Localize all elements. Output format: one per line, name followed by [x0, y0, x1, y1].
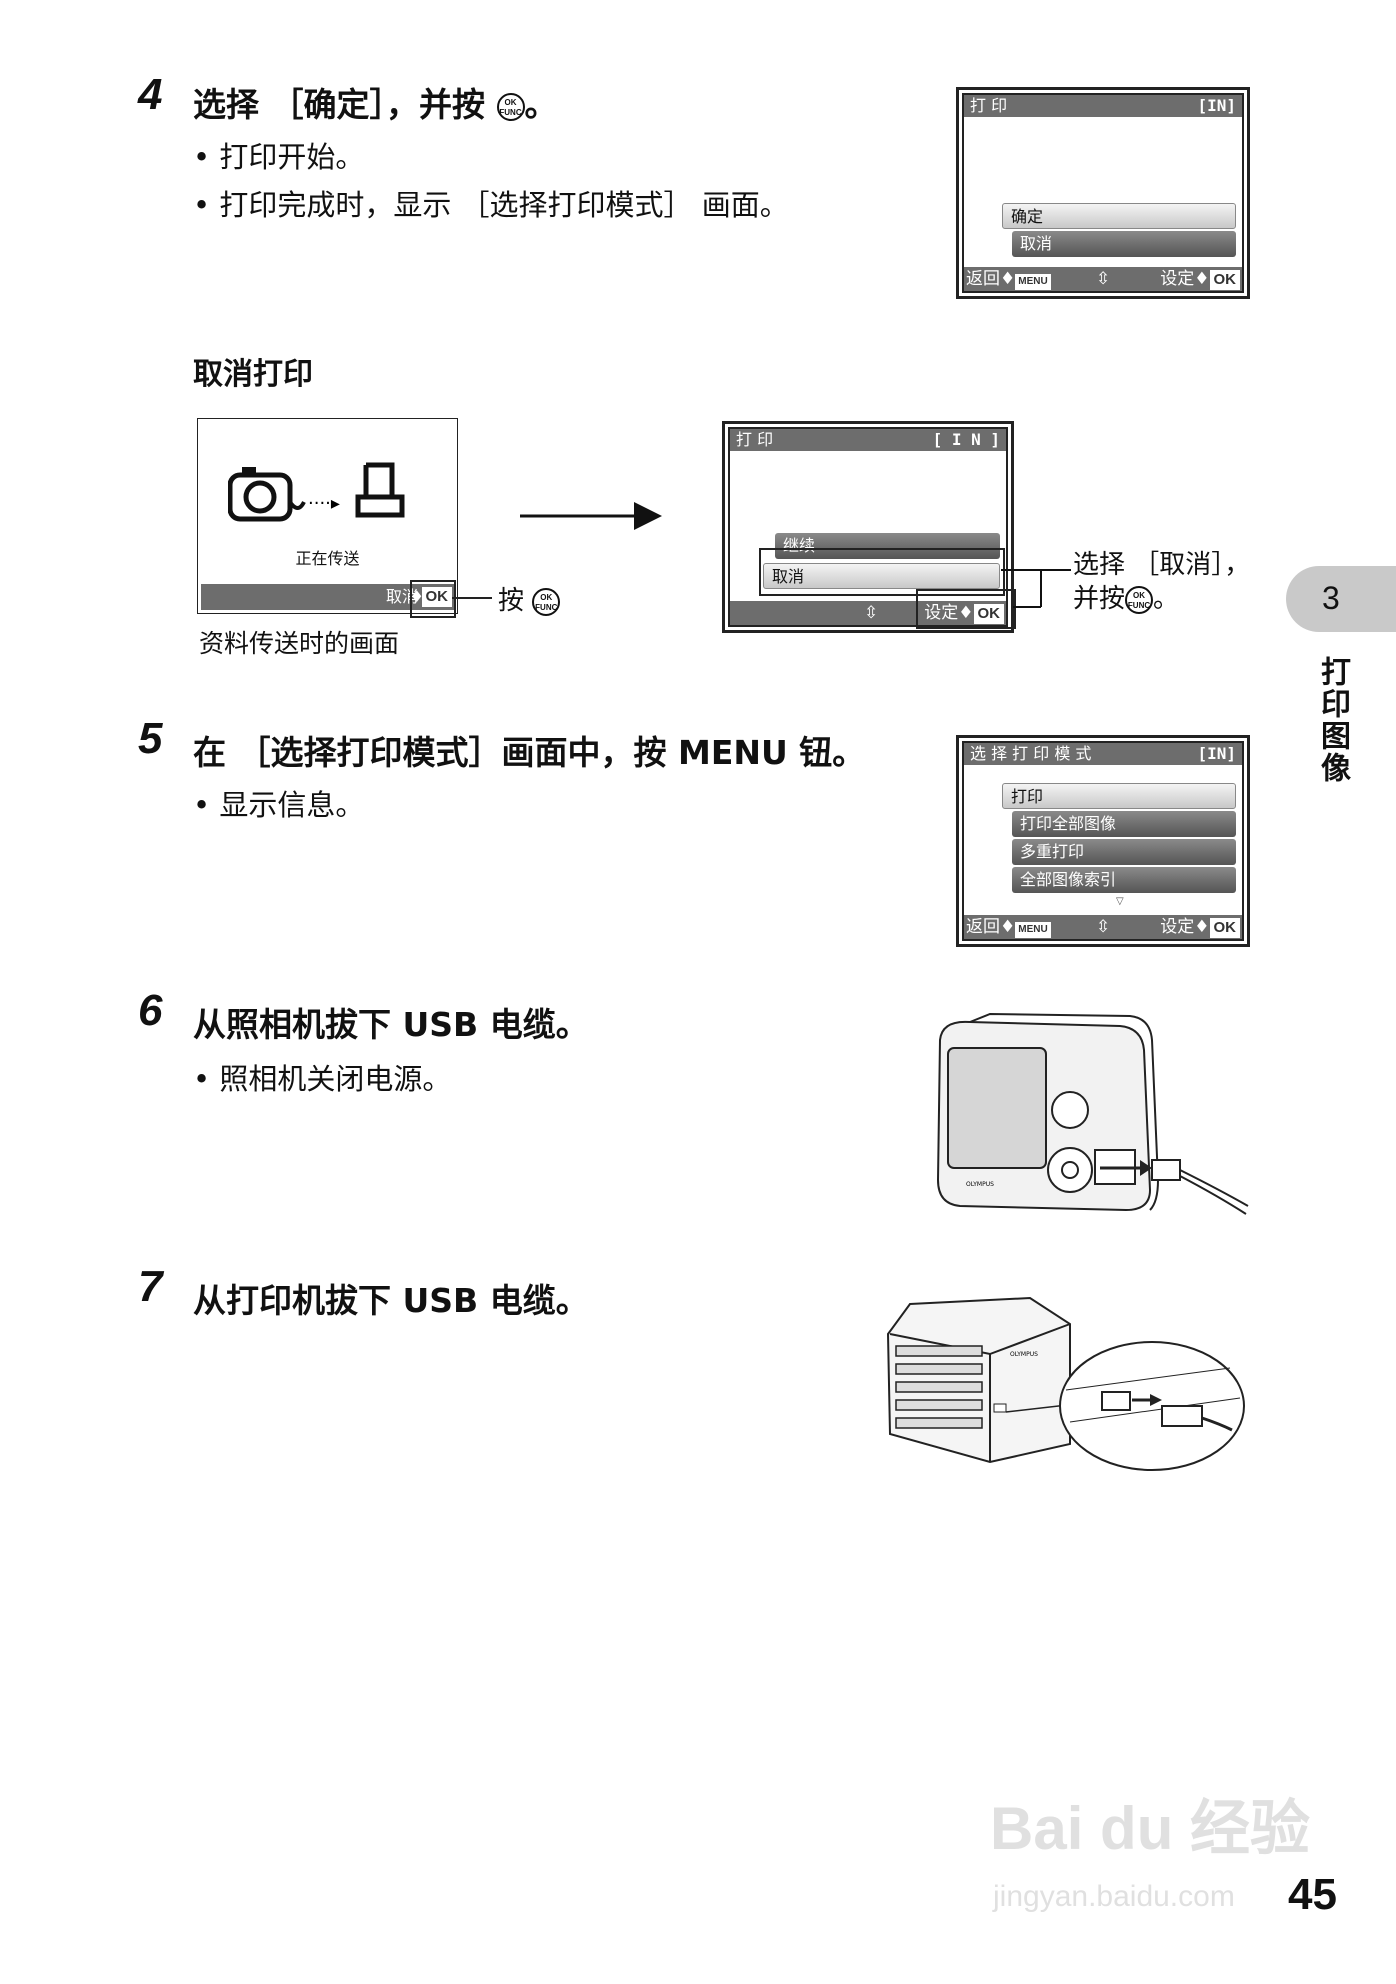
step-7-title: 从打印机拔下 USB 电缆。: [193, 1281, 589, 1320]
menu-item-continue[interactable]: 继续: [775, 533, 1000, 559]
printer-brand: OLYMPUS: [1010, 1351, 1038, 1358]
chapter-label: 打印图像: [1315, 656, 1350, 784]
chapter-tab: 3: [1286, 566, 1396, 632]
step-5-title: 在 ［选择打印模式］画面中，按 MENU 钮。: [193, 733, 866, 772]
camera-to-printer-icon: ····▸: [228, 462, 405, 522]
cancel-heading: 取消打印: [193, 357, 313, 392]
step-6-number: 6: [138, 986, 163, 1035]
step-4-title-end: 。: [524, 85, 558, 124]
svg-text:····▸: ····▸: [308, 493, 340, 514]
watermark-brand: Bai du 经验: [990, 1795, 1311, 1862]
step-5-bullet-1: • 显示信息。: [193, 788, 365, 822]
step-4-number: 4: [138, 70, 163, 119]
updown-icon: ⇳: [864, 603, 879, 623]
step-4-title-text: 选择 ［确定］，并按: [193, 85, 485, 124]
step-6-bullet-1: • 照相机关闭电源。: [193, 1062, 452, 1096]
lcd-header: 打 印[IN]: [964, 95, 1242, 117]
lcd-footer: ⇳ 设定♦OK: [730, 601, 1006, 625]
ok-highlight-box: [410, 580, 456, 618]
step-5-number: 5: [138, 714, 163, 763]
camera-brand: OLYMPUS: [966, 1181, 994, 1188]
updown-icon: ⇳: [1096, 917, 1111, 937]
lcd-print-cancel: 打 印[ I N ] 继续 取消 ⇳ 设定♦OK: [722, 421, 1014, 633]
lcd-footer: 返回♦MENU ⇳ 设定♦OK: [964, 915, 1242, 939]
updown-icon: ⇳: [1096, 269, 1111, 289]
lcd-footer: 返回♦MENU ⇳ 设定♦OK: [964, 267, 1242, 291]
menu-item-print-all[interactable]: 打印全部图像: [1012, 811, 1236, 837]
menu-item-cancel[interactable]: 取消: [1012, 231, 1236, 257]
watermark-url: jingyan.baidu.com: [993, 1880, 1235, 1913]
cancel-highlight-box: [759, 548, 1005, 596]
arrow-right-icon: [520, 502, 662, 530]
lcd-header: 打 印[ I N ]: [730, 429, 1006, 451]
menu-item-multi-print[interactable]: 多重打印: [1012, 839, 1236, 865]
ok-button[interactable]: OK: [421, 587, 452, 607]
step-4-bullet-1: • 打印开始。: [193, 140, 365, 174]
step-7-number: 7: [138, 1262, 163, 1311]
menu-item-confirm[interactable]: 确定: [1002, 203, 1236, 229]
transfer-status: 正在传送: [295, 549, 360, 568]
callout-bracket: [1001, 569, 1071, 608]
scroll-down-icon[interactable]: ▽: [1116, 896, 1124, 907]
menu-item-print[interactable]: 打印: [1002, 783, 1236, 809]
transfer-caption: 资料传送时的画面: [199, 629, 400, 658]
lcd-print-confirm: 打 印[IN] 确定 取消 返回♦MENU ⇳ 设定♦OK: [956, 87, 1250, 299]
menu-item-cancel[interactable]: 取消: [763, 563, 1000, 589]
lcd-print-mode: 选 择 打 印 模 式[IN] 打印 打印全部图像 多重打印 全部图像索引 ▽ …: [956, 735, 1250, 947]
set-highlight-box: [916, 589, 1016, 629]
page-number: 45: [1288, 1870, 1337, 1919]
step-4-bullet-2: • 打印完成时，显示 ［选择打印模式］ 画面。: [193, 188, 789, 222]
camera-usb-illustration: OLYMPUS: [936, 1012, 1249, 1215]
step-6-title: 从照相机拔下 USB 电缆。: [193, 1005, 589, 1044]
leader-line: [452, 597, 492, 599]
printer-usb-illustration: OLYMPUS: [886, 1296, 1245, 1471]
menu-item-all-index[interactable]: 全部图像索引: [1012, 867, 1236, 893]
lcd-header: 选 择 打 印 模 式[IN]: [964, 743, 1242, 765]
